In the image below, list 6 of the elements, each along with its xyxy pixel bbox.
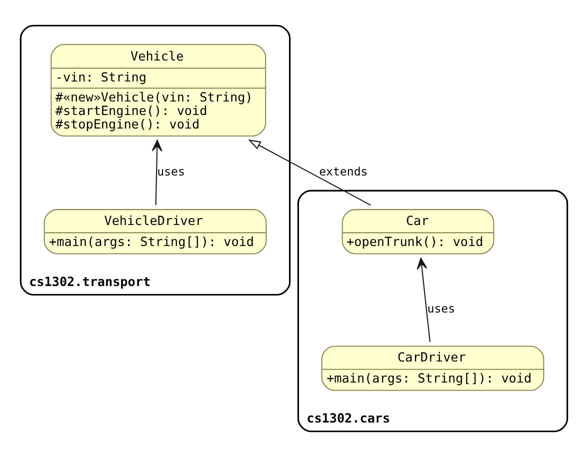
edge-label: uses <box>427 301 456 316</box>
arrow <box>416 258 431 342</box>
arrow <box>152 140 162 206</box>
edge-label: extends <box>319 164 368 179</box>
edge-label: uses <box>157 164 185 179</box>
arrow <box>248 139 371 206</box>
